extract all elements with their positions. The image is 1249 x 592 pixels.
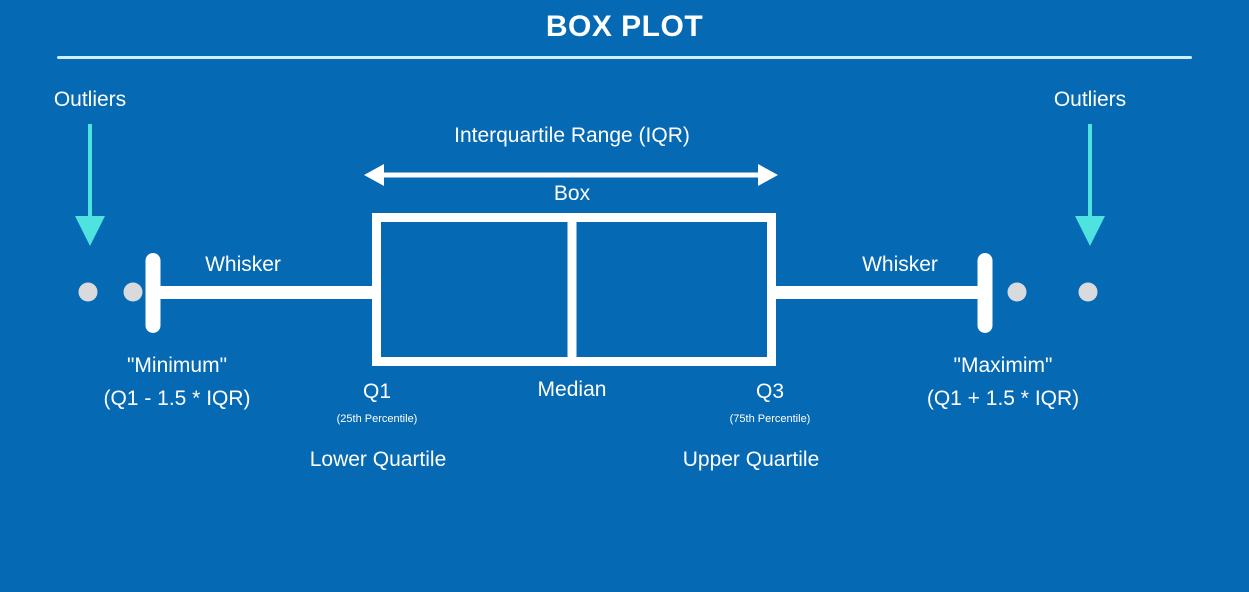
outlier-dot: [1078, 282, 1098, 302]
whisker-left-label: Whisker: [205, 253, 281, 276]
outlier-dot: [123, 282, 143, 302]
box-label: Box: [553, 182, 591, 205]
q1-percentile-label: (25th Percentile): [336, 413, 418, 425]
median-label: Median: [537, 378, 607, 401]
title-divider: [57, 56, 1192, 59]
lower-quartile-label: Lower Quartile: [309, 448, 447, 471]
median-line: [567, 213, 577, 366]
outliers-left-label: Outliers: [53, 88, 127, 111]
whisker-right-cap: [977, 253, 993, 333]
iqr-label: Interquartile Range (IQR): [454, 124, 690, 147]
outliers-left-arrow-icon: [68, 122, 112, 253]
minimum-formula-label: (Q1 - 1.5 * IQR): [103, 387, 251, 410]
upper-quartile-label: Upper Quartile: [682, 448, 820, 471]
whisker-left-line: [153, 286, 377, 299]
minimum-label: "Minimum": [126, 354, 228, 377]
q3-label: Q3: [755, 380, 785, 403]
outliers-right-arrow-icon: [1068, 122, 1112, 253]
maximum-formula-label: (Q1 + 1.5 * IQR): [926, 387, 1080, 410]
outliers-right-label: Outliers: [1053, 88, 1127, 111]
whisker-right-line: [771, 286, 986, 299]
iqr-double-arrow-icon: [362, 161, 780, 194]
whisker-right-label: Whisker: [862, 253, 938, 276]
page-title: BOX PLOT: [545, 10, 704, 43]
outlier-dot: [78, 282, 98, 302]
maximum-label: "Maximim": [953, 354, 1053, 377]
q1-label: Q1: [362, 380, 392, 403]
outlier-dot: [1007, 282, 1027, 302]
q3-percentile-label: (75th Percentile): [729, 413, 811, 425]
whisker-left-cap: [145, 253, 161, 333]
